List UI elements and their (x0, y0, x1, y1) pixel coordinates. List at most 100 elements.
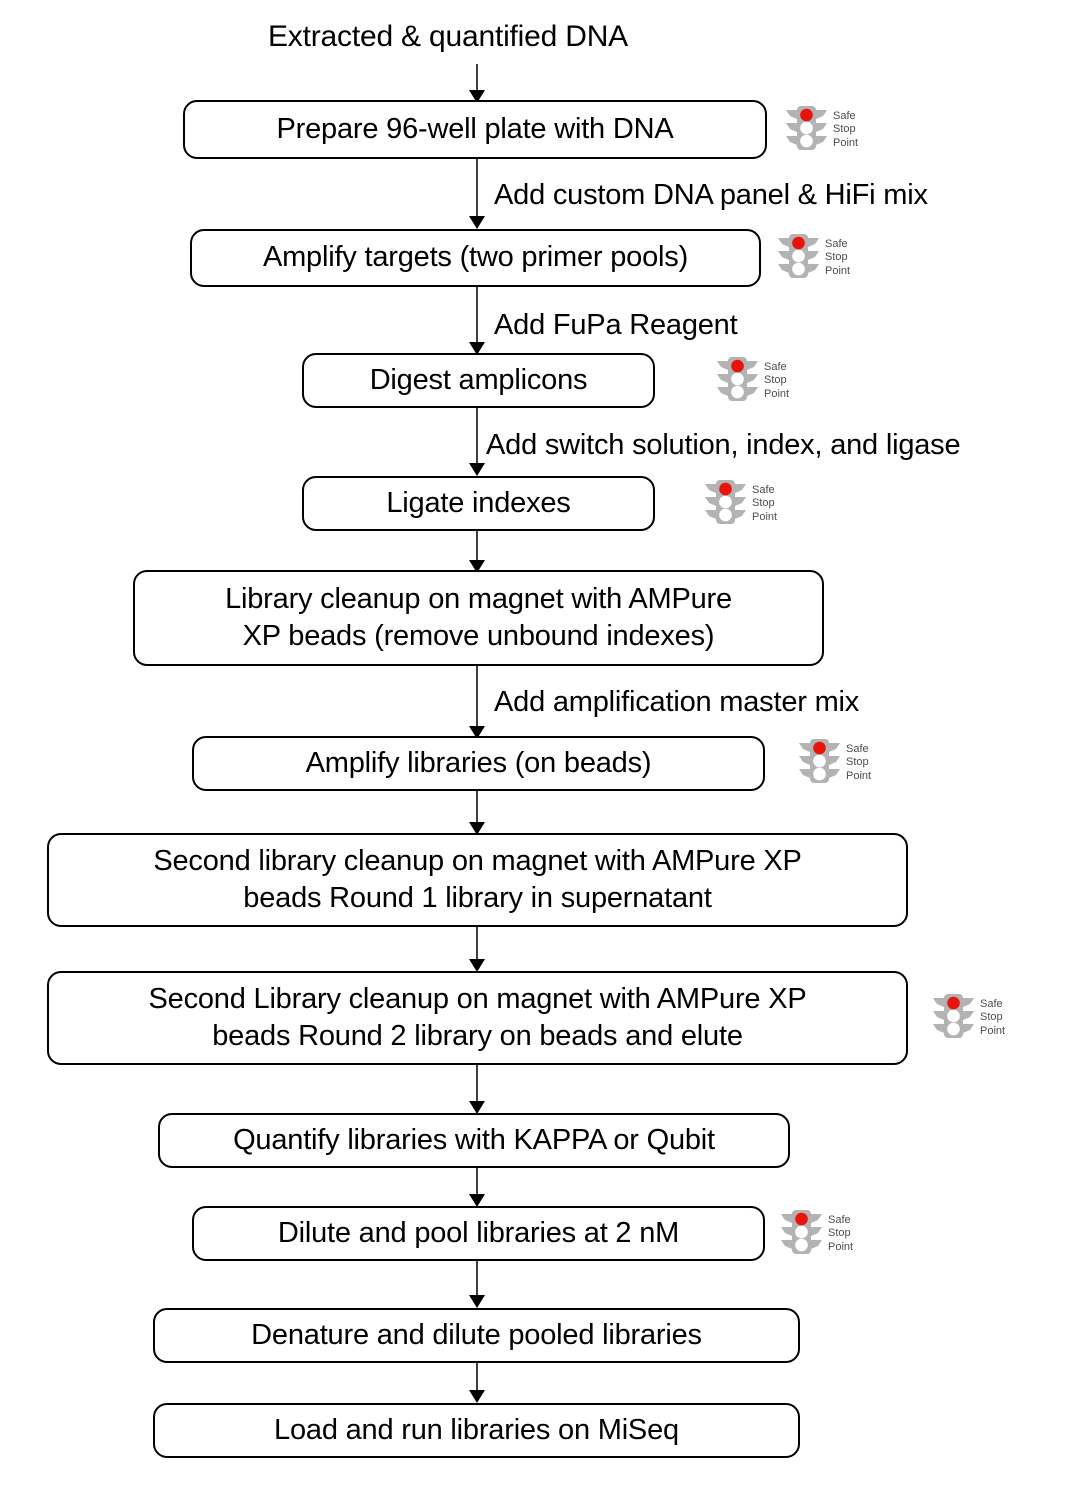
traffic-light-bottom (795, 1238, 808, 1252)
traffic-light-bottom (947, 1022, 960, 1036)
badge-text: Safe Stop Point (828, 1214, 853, 1254)
node-label: Amplify targets (two primer pools) (262, 241, 689, 274)
node-amplify-libraries[interactable]: Amplify libraries (on beads) (192, 736, 765, 791)
traffic-light-red (800, 108, 813, 122)
node-prepare-plate[interactable]: Prepare 96-well plate with DNA (183, 100, 767, 159)
traffic-light-middle (947, 1009, 960, 1023)
node-label-line-2: beads Round 2 library on beads and elute (212, 1020, 743, 1052)
traffic-light-bottom (792, 262, 805, 276)
node-amplify-targets[interactable]: Amplify targets (two primer pools) (190, 229, 761, 287)
badge-line-1: Safe (752, 483, 775, 496)
badge-line-2: Stop (764, 374, 787, 387)
traffic-light-red (813, 741, 826, 755)
edge-label-add-panel: Add custom DNA panel & HiFi mix (494, 179, 928, 211)
node-ligate-indexes[interactable]: Ligate indexes (302, 476, 655, 531)
traffic-light-middle (792, 249, 805, 263)
connector-n6-to-n7 (476, 791, 478, 831)
node-denature-dilute[interactable]: Denature and dilute pooled libraries (153, 1308, 800, 1363)
arrowhead-n4-to-n5 (469, 560, 485, 573)
traffic-light-red (731, 359, 744, 373)
badge-text: Safe Stop Point (833, 110, 858, 150)
edge-label-add-amplification-mix: Add amplification master mix (494, 686, 860, 718)
traffic-light-icon (705, 480, 746, 524)
traffic-light-bottom (731, 385, 744, 399)
arrowhead-n2-to-n3 (469, 342, 485, 355)
connector-n9-to-n10 (476, 1168, 478, 1204)
badge-line-1: Safe (764, 360, 787, 373)
traffic-light-middle (795, 1225, 808, 1239)
node-label: Dilute and pool libraries at 2 nM (277, 1216, 680, 1249)
safe-stop-point-badge-n8: Safe Stop Point (931, 993, 1005, 1043)
badge-line-1: Safe (825, 237, 848, 250)
arrowhead-n9-to-n10 (469, 1194, 485, 1207)
traffic-light-icon (933, 994, 974, 1038)
node-quantify-libraries[interactable]: Quantify libraries with KAPPA or Qubit (158, 1113, 790, 1168)
node-digest-amplicons[interactable]: Digest amplicons (302, 353, 655, 408)
traffic-light-middle (813, 754, 826, 768)
node-label-line-2: beads Round 1 library in supernatant (243, 882, 712, 914)
arrowhead-n1-to-n2 (469, 216, 485, 229)
safe-stop-point-badge-n4: Safe Stop Point (703, 479, 777, 529)
node-library-cleanup[interactable]: Library cleanup on magnet with AMPure XP… (133, 570, 824, 666)
traffic-light-bottom (813, 767, 826, 781)
badge-line-3: Point (764, 387, 790, 400)
arrowhead-n7-to-n8 (469, 959, 485, 972)
badge-line-1: Safe (828, 1213, 851, 1226)
node-second-cleanup-round2[interactable]: Second Library cleanup on magnet with AM… (47, 971, 908, 1065)
node-dilute-pool-libraries[interactable]: Dilute and pool libraries at 2 nM (192, 1206, 765, 1261)
diagram-title: Extracted & quantified DNA (268, 20, 628, 53)
badge-text: Safe Stop Point (980, 998, 1005, 1038)
connector-title-to-n1 (476, 64, 478, 97)
badge-line-1: Safe (833, 109, 856, 122)
node-label: Quantify libraries with KAPPA or Qubit (233, 1123, 715, 1156)
connector-n5-to-n6 (476, 666, 478, 732)
node-label-line-1: Library cleanup on magnet with AMPure (225, 582, 732, 615)
badge-line-3: Point (980, 1024, 1006, 1037)
badge-text: Safe Stop Point (752, 484, 777, 524)
badge-line-2: Stop (980, 1011, 1003, 1024)
traffic-light-red (719, 482, 732, 496)
badge-line-3: Point (752, 510, 778, 523)
node-label: Digest amplicons (369, 363, 588, 396)
traffic-light-icon (778, 234, 819, 278)
traffic-light-icon (786, 106, 827, 150)
safe-stop-point-badge-n3: Safe Stop Point (715, 356, 789, 406)
connector-n2-to-n3 (476, 287, 478, 349)
badge-text: Safe Stop Point (764, 361, 789, 401)
badge-line-1: Safe (846, 742, 869, 755)
badge-line-3: Point (828, 1240, 854, 1253)
badge-text: Safe Stop Point (846, 743, 871, 783)
arrowhead-n8-to-n9 (469, 1101, 485, 1114)
edge-label-add-fupa: Add FuPa Reagent (494, 309, 738, 341)
safe-stop-point-badge-n1: Safe Stop Point (784, 105, 858, 155)
badge-line-1: Safe (980, 997, 1003, 1010)
traffic-light-icon (781, 1210, 822, 1254)
node-label-line-1: Second Library cleanup on magnet with AM… (148, 982, 807, 1015)
node-label: Load and run libraries on MiSeq (274, 1413, 679, 1446)
badge-line-2: Stop (752, 497, 775, 510)
edge-label-add-switch-solution: Add switch solution, index, and ligase (486, 429, 961, 461)
traffic-light-red (947, 996, 960, 1010)
safe-stop-point-badge-n10: Safe Stop Point (779, 1209, 853, 1259)
node-label: Amplify libraries (on beads) (305, 746, 652, 779)
arrowhead-n11-to-n12 (469, 1390, 485, 1403)
traffic-light-middle (731, 372, 744, 386)
connector-n8-to-n9 (476, 1065, 478, 1112)
arrowhead-n3-to-n4 (469, 463, 485, 476)
node-label-line-2: XP beads (remove unbound indexes) (242, 620, 715, 652)
arrowhead-title-to-n1 (469, 90, 485, 103)
node-second-cleanup-round1[interactable]: Second library cleanup on magnet with AM… (47, 833, 908, 927)
badge-line-3: Point (846, 769, 872, 782)
traffic-light-bottom (719, 508, 732, 522)
arrowhead-n6-to-n7 (469, 822, 485, 835)
node-label-line-1: Second library cleanup on magnet with AM… (153, 844, 802, 877)
connector-n4-to-n5 (476, 531, 478, 569)
node-label: Ligate indexes (386, 486, 571, 519)
connector-n11-to-n12 (476, 1363, 478, 1399)
badge-line-2: Stop (846, 756, 869, 769)
traffic-light-icon (717, 357, 758, 401)
traffic-light-bottom (800, 134, 813, 148)
connector-n10-to-n11 (476, 1261, 478, 1304)
node-load-run-miseq[interactable]: Load and run libraries on MiSeq (153, 1403, 800, 1458)
